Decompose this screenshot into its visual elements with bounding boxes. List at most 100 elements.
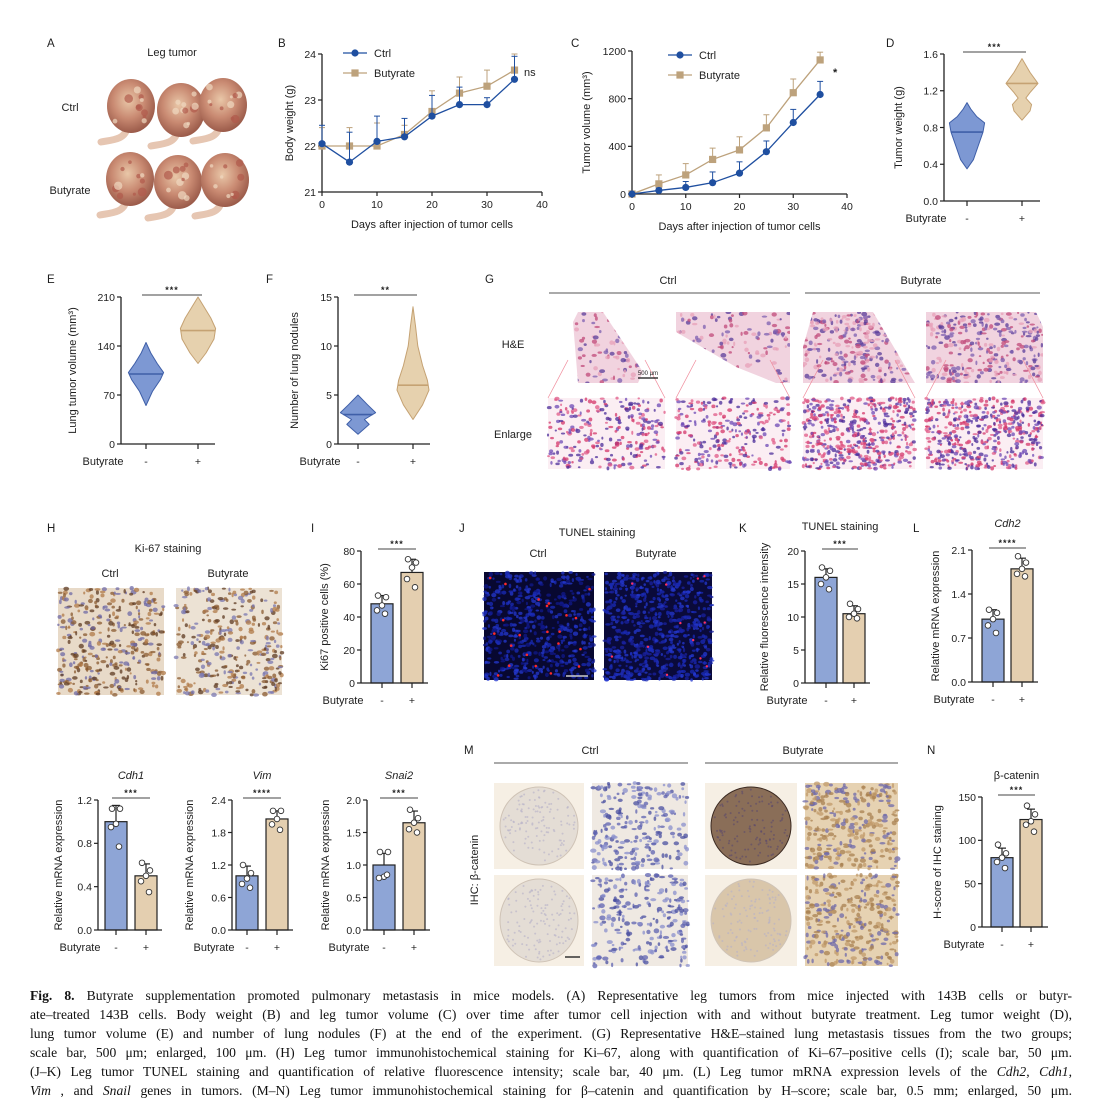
butyrate-group — [400, 556, 424, 684]
caption-text: scale bar, 500 μm; enlarged, 100 μm. (H)… — [30, 1045, 1072, 1060]
y-tick-label: 0 — [620, 189, 626, 201]
ctrl-group — [127, 342, 165, 406]
x-axis-label: Butyrate — [944, 939, 985, 951]
chart-title: β-catenin — [994, 770, 1039, 782]
category-label: + — [411, 942, 417, 954]
caption-text: Snail — [102, 1083, 131, 1098]
caption-text: lung tumor volume (E) and number of lung… — [30, 1026, 1072, 1041]
figure-number: Fig. 8. — [30, 988, 75, 1003]
category-label: + — [195, 456, 201, 468]
x-axis-label: Butyrate — [83, 456, 124, 468]
category-label: + — [1019, 213, 1025, 225]
y-axis-label: Relative fluorescence intensity — [759, 542, 771, 691]
replicate-point — [846, 600, 854, 608]
y-axis-label: Lung tumor volume (mm³) — [67, 307, 79, 434]
y-tick-label: 20 — [787, 546, 799, 558]
ctrl-group — [981, 606, 1005, 683]
category-label: - — [824, 695, 828, 707]
tma-core-image — [705, 783, 797, 869]
panel-label-l: L — [913, 523, 920, 535]
replicate-point — [239, 861, 247, 869]
category-label: - — [245, 942, 249, 954]
category-label: + — [143, 942, 149, 954]
violin — [1005, 58, 1039, 121]
replicate-point — [374, 592, 382, 599]
caption-text: Cdh1 — [1039, 1064, 1069, 1079]
category-label: + — [851, 695, 857, 707]
y-tick-label: 0.0 — [211, 925, 226, 937]
panel-label-f: F — [266, 274, 273, 286]
caption-line: ate–treated 143B cells. Body weight (B) … — [30, 1005, 1072, 1024]
y-tick-label: 1.0 — [346, 860, 361, 872]
y-axis-label: H-score of IHC staining — [932, 805, 944, 919]
data-point — [682, 171, 690, 179]
zoom-connector — [644, 359, 666, 399]
y-tick-label: 0 — [109, 439, 115, 451]
ctrl-group — [370, 592, 394, 684]
replicate-point — [238, 880, 246, 888]
caption-line: Fig. 8. Butyrate supplementation promote… — [30, 986, 1072, 1005]
data-point — [735, 169, 744, 177]
significance-annotation: * — [833, 67, 838, 79]
category-label: + — [274, 942, 280, 954]
y-tick-label: 60 — [343, 579, 355, 591]
y-tick-label: 0.4 — [77, 881, 92, 893]
caption-text: Butyrate supplementation promoted pulmon… — [74, 988, 1073, 1003]
y-tick-label: 2.1 — [951, 545, 966, 557]
panel-a-title: Leg tumor — [147, 47, 197, 59]
category-label: + — [409, 695, 415, 707]
replicate-point — [822, 574, 830, 581]
caption-text: , — [1026, 1064, 1040, 1079]
data-point — [816, 90, 824, 99]
panel-g-row-label-he: H&E — [502, 339, 525, 351]
y-tick-label: 0 — [793, 678, 799, 690]
caption-line: scale bar, 500 μm; enlarged, 100 μm. (H)… — [30, 1043, 1072, 1062]
panel-g-group-butyrate: Butyrate — [901, 275, 942, 287]
category-label: + — [410, 456, 416, 468]
replicate-point — [984, 622, 992, 629]
y-tick-label: 0.4 — [923, 159, 938, 171]
caption-line: lung tumor volume (E) and number of lung… — [30, 1024, 1072, 1043]
replicate-point — [1023, 802, 1031, 809]
significance-stars: *** — [124, 788, 138, 798]
panel-label-b: B — [278, 38, 286, 50]
beta-catenin-enlarged-image — [803, 872, 900, 967]
replicate-point — [994, 841, 1002, 848]
replicate-point — [992, 629, 1000, 637]
legend-item-butyrate: Butyrate — [343, 68, 415, 80]
panel-label-d: D — [886, 38, 894, 50]
beta-catenin-enlarged-image — [590, 781, 690, 871]
y-tick-label: 15 — [320, 292, 332, 304]
category-label: + — [1028, 939, 1034, 951]
x-axis-label: Days after injection of tumor cells — [658, 221, 821, 233]
he-lung-enlarged — [546, 396, 666, 471]
replicate-point — [405, 826, 413, 833]
panel-label-h: H — [47, 523, 55, 535]
zoom-connector — [1022, 359, 1044, 399]
butyrate-group — [134, 859, 158, 931]
ctrl-group — [104, 804, 128, 931]
panel-label-g: G — [485, 274, 494, 286]
replicate-point — [825, 586, 833, 593]
y-tick-label: 20 — [343, 645, 355, 657]
panel-g-row-label-enlarge: Enlarge — [494, 429, 532, 441]
y-tick-label: 1.5 — [346, 827, 361, 839]
panel-m-group-butyrate: Butyrate — [783, 745, 824, 757]
replicate-point — [403, 575, 411, 583]
data-point — [483, 101, 491, 109]
replicate-point — [1030, 828, 1038, 835]
replicate-point — [406, 806, 414, 814]
ctrl-group — [339, 394, 377, 435]
replicate-point — [993, 858, 1001, 866]
he-lung-enlarged — [924, 396, 1046, 471]
y-tick-label: 0.6 — [211, 892, 226, 904]
tma-core-image — [494, 783, 584, 869]
y-tick-label: 10 — [787, 612, 799, 624]
y-tick-label: 1.2 — [211, 860, 226, 872]
y-axis-label: Tumor weight (g) — [893, 86, 905, 169]
leg-tumor-specimen — [189, 78, 247, 145]
y-tick-label: 5 — [326, 390, 332, 402]
butyrate-group — [179, 296, 217, 364]
